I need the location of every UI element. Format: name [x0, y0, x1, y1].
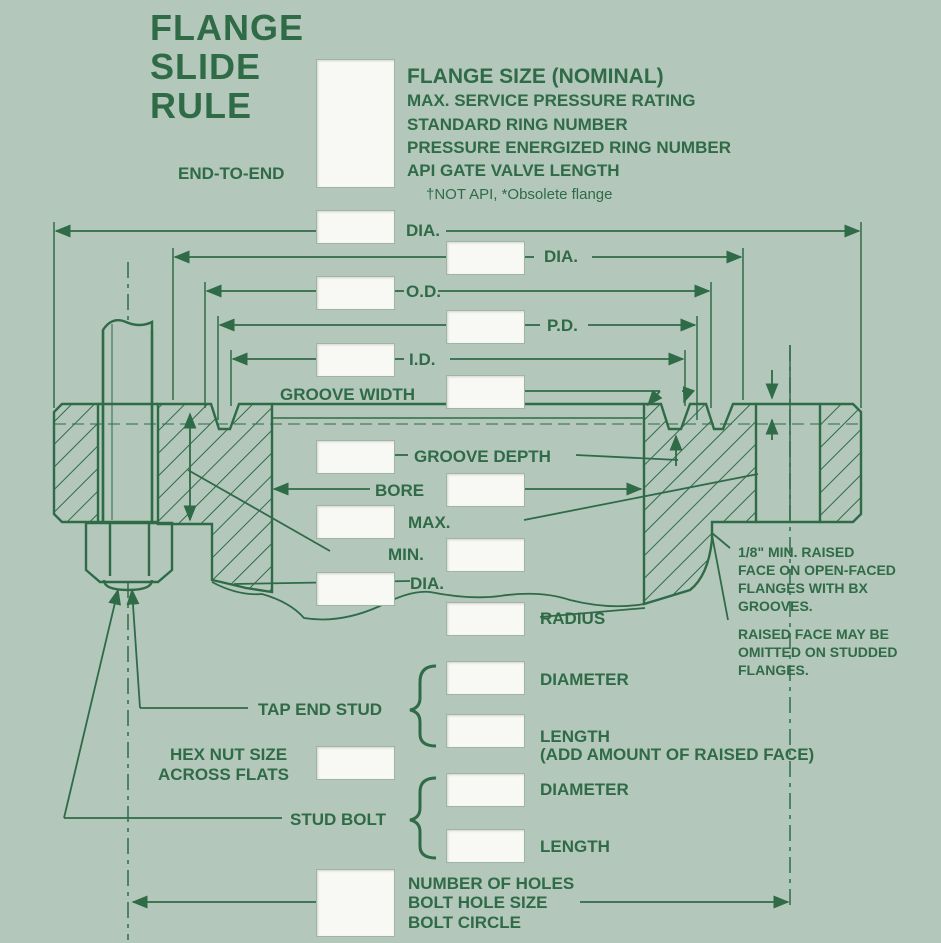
- label-pd: P.D.: [547, 316, 578, 335]
- raised-face-note-7: FLANGES.: [738, 662, 809, 678]
- window-min: [446, 538, 525, 572]
- label-footnote: †NOT API, *Obsolete flange: [426, 186, 613, 203]
- window-dia-2: [446, 241, 525, 275]
- window-bore: [446, 473, 525, 507]
- raised-face-note-6: OMITTED ON STUDDED: [738, 644, 898, 660]
- window-bolt-info: [316, 869, 395, 937]
- raised-face-note-5: RAISED FACE MAY BE: [738, 626, 889, 642]
- label-stud-length: LENGTH: [540, 837, 610, 856]
- window-id: [316, 343, 395, 377]
- window-max: [316, 505, 395, 539]
- window-groove-depth: [316, 440, 395, 474]
- window-pd: [446, 310, 525, 344]
- title-line-3: RULE: [150, 85, 252, 126]
- label-flange-size: FLANGE SIZE (NOMINAL): [407, 65, 664, 88]
- window-dia-3: [316, 572, 395, 606]
- label-od: O.D.: [406, 282, 441, 301]
- label-min: MIN.: [388, 545, 424, 564]
- stud-bolt-drawing: [84, 319, 174, 592]
- label-radius: RADIUS: [540, 609, 606, 628]
- label-tap-length: LENGTH: [540, 727, 610, 746]
- raised-face-note-1: 1/8" MIN. RAISED: [738, 544, 855, 560]
- label-tap-length-note: (ADD AMOUNT OF RAISED FACE): [540, 745, 815, 764]
- label-tap-diameter: DIAMETER: [540, 670, 629, 689]
- raised-face-note-3: FLANGES WITH BX: [738, 580, 868, 596]
- window-hex-nut: [316, 746, 395, 780]
- label-bolt-circle: BOLT CIRCLE: [408, 913, 522, 932]
- window-tap-diameter: [446, 661, 525, 695]
- label-tap-end-stud: TAP END STUD: [258, 700, 383, 719]
- dimension-lines: [54, 224, 861, 909]
- label-dia-2: DIA.: [544, 247, 578, 266]
- label-stud-diameter: DIAMETER: [540, 780, 629, 799]
- label-pressure-rating: MAX. SERVICE PRESSURE RATING: [407, 91, 696, 110]
- label-bore: BORE: [375, 481, 425, 500]
- label-valve-length: API GATE VALVE LENGTH: [407, 161, 620, 180]
- title-line-2: SLIDE: [150, 46, 262, 87]
- braces: [409, 664, 437, 860]
- label-end-to-end: END-TO-END: [178, 164, 285, 183]
- window-radius: [446, 602, 525, 636]
- window-dia-1: [316, 210, 395, 244]
- label-stud-bolt: STUD BOLT: [290, 810, 387, 829]
- title-line-1: FLANGE: [150, 7, 304, 48]
- window-stud-length: [446, 829, 525, 863]
- raised-face-note-4: GROOVES.: [738, 598, 813, 614]
- label-hex-nut-2: ACROSS FLATS: [158, 765, 289, 784]
- label-dia-1: DIA.: [406, 221, 440, 240]
- label-id: I.D.: [409, 350, 436, 369]
- label-groove-depth: GROOVE DEPTH: [414, 447, 551, 466]
- window-flange-info: [316, 59, 395, 188]
- label-max: MAX.: [408, 513, 451, 532]
- label-ring-number: STANDARD RING NUMBER: [407, 115, 628, 134]
- extension-lines: [53, 222, 862, 940]
- label-pe-ring-number: PRESSURE ENERGIZED RING NUMBER: [407, 138, 731, 157]
- window-od: [316, 276, 395, 310]
- flange-body: [52, 402, 863, 621]
- raised-face-note-2: FACE ON OPEN-FACED: [738, 562, 896, 578]
- window-groove-width: [446, 375, 525, 409]
- label-hex-nut-1: HEX NUT SIZE: [170, 745, 288, 764]
- label-number-of-holes: NUMBER OF HOLES: [408, 874, 575, 893]
- label-bolt-hole-size: BOLT HOLE SIZE: [408, 893, 548, 912]
- label-dia-3: DIA.: [410, 574, 444, 593]
- window-tap-length: [446, 714, 525, 748]
- window-stud-diameter: [446, 773, 525, 807]
- card-title: FLANGE SLIDE RULE: [150, 8, 304, 125]
- label-groove-width: GROOVE WIDTH: [280, 385, 416, 404]
